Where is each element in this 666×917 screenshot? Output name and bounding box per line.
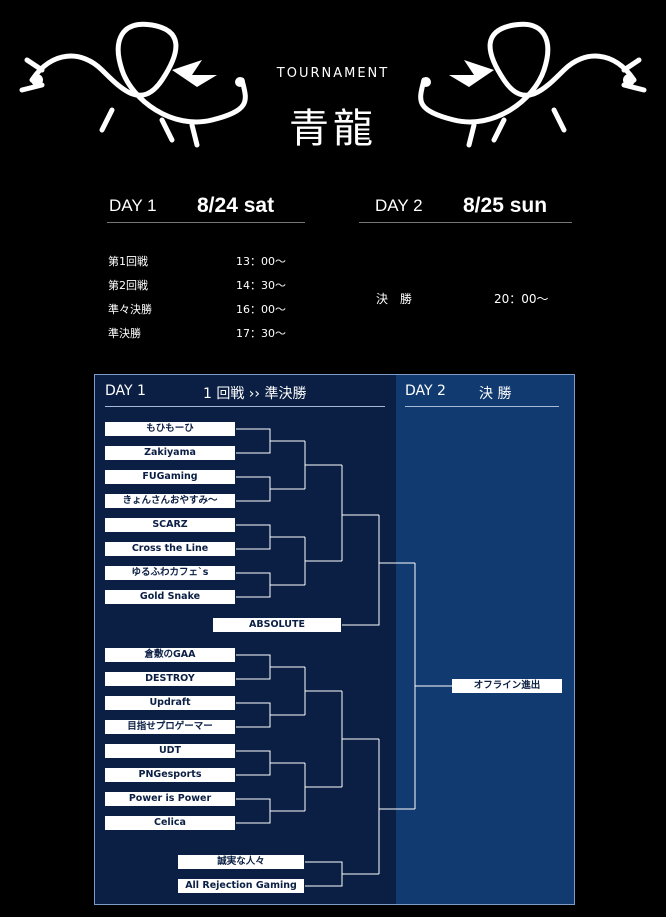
- dragon-left-icon: [12, 10, 252, 150]
- team-box: DESTROY: [105, 672, 235, 686]
- team-box: All Rejection Gaming: [178, 879, 304, 893]
- schedule-time: 16：00〜: [236, 303, 286, 316]
- bracket-day2-area: [396, 375, 574, 904]
- team-box: 倉敷のGAA: [105, 648, 235, 662]
- team-box: 目指せプロゲーマー: [105, 720, 235, 734]
- team-box: Zakiyama: [105, 446, 235, 460]
- day2-header: DAY 2 8/25 sun: [359, 186, 572, 223]
- schedule-round: 第2回戦: [108, 279, 148, 292]
- team-box: ABSOLUTE: [213, 618, 341, 632]
- final-round-time: 20：00〜: [494, 292, 549, 306]
- team-box: PNGesports: [105, 768, 235, 782]
- schedule-time: 13：00〜: [236, 255, 286, 268]
- bracket-day2-header: DAY 2 決 勝: [405, 383, 559, 407]
- page-title: 青龍: [289, 106, 377, 152]
- bracket-day1-label: DAY 1: [105, 383, 146, 399]
- team-box: きょんさんおやすみ〜: [105, 494, 235, 508]
- day2-label: DAY 2: [375, 196, 423, 215]
- team-box: もひもーひ: [105, 422, 235, 436]
- tournament-subtitle: TOURNAMENT: [276, 66, 390, 81]
- team-box: Updraft: [105, 696, 235, 710]
- bracket-day1-rounds: 1 回戦 ›› 準決勝: [203, 386, 307, 402]
- team-box: Cross the Line: [105, 542, 235, 556]
- final-box: オフライン進出: [452, 679, 562, 693]
- schedule-row: 第2回戦 14：30〜: [108, 277, 286, 293]
- team-box: UDT: [105, 744, 235, 758]
- bracket-day2-rounds: 決 勝: [479, 386, 512, 402]
- bracket-lines: [236, 428, 452, 887]
- schedule-time: 14：30〜: [236, 279, 286, 292]
- day1-header: DAY 1 8/24 sat: [107, 186, 305, 223]
- schedule-round: 準決勝: [108, 327, 141, 340]
- schedule-round: 第1回戦: [108, 255, 148, 268]
- team-box: Gold Snake: [105, 590, 235, 604]
- schedule-row: 準決勝 17：30〜: [108, 325, 286, 341]
- bracket-panel: DAY 1 1 回戦 ›› 準決勝 DAY 2 決 勝: [94, 374, 575, 905]
- schedule-row: 第1回戦 13：00〜: [108, 253, 286, 269]
- bracket-day2-label: DAY 2: [405, 383, 446, 399]
- schedule-row: 準々決勝 16：00〜: [108, 301, 286, 317]
- team-box: Power is Power: [105, 792, 235, 806]
- team-box: FUGaming: [105, 470, 235, 484]
- dragon-right-icon: [414, 10, 654, 150]
- day1-date: 8/24 sat: [197, 194, 275, 217]
- schedule-round: 準々決勝: [108, 303, 152, 316]
- schedule-time: 17：30〜: [236, 327, 286, 340]
- day2-date: 8/25 sun: [463, 194, 548, 217]
- team-box: 誠実な人々: [178, 855, 304, 869]
- team-box: ゆるふわカフェ`s: [105, 566, 235, 580]
- team-box: SCARZ: [105, 518, 235, 532]
- final-round-label: 決 勝: [376, 292, 416, 306]
- day1-label: DAY 1: [109, 196, 157, 215]
- team-box: Celica: [105, 816, 235, 830]
- bracket-day1-header: DAY 1 1 回戦 ›› 準決勝: [105, 383, 385, 407]
